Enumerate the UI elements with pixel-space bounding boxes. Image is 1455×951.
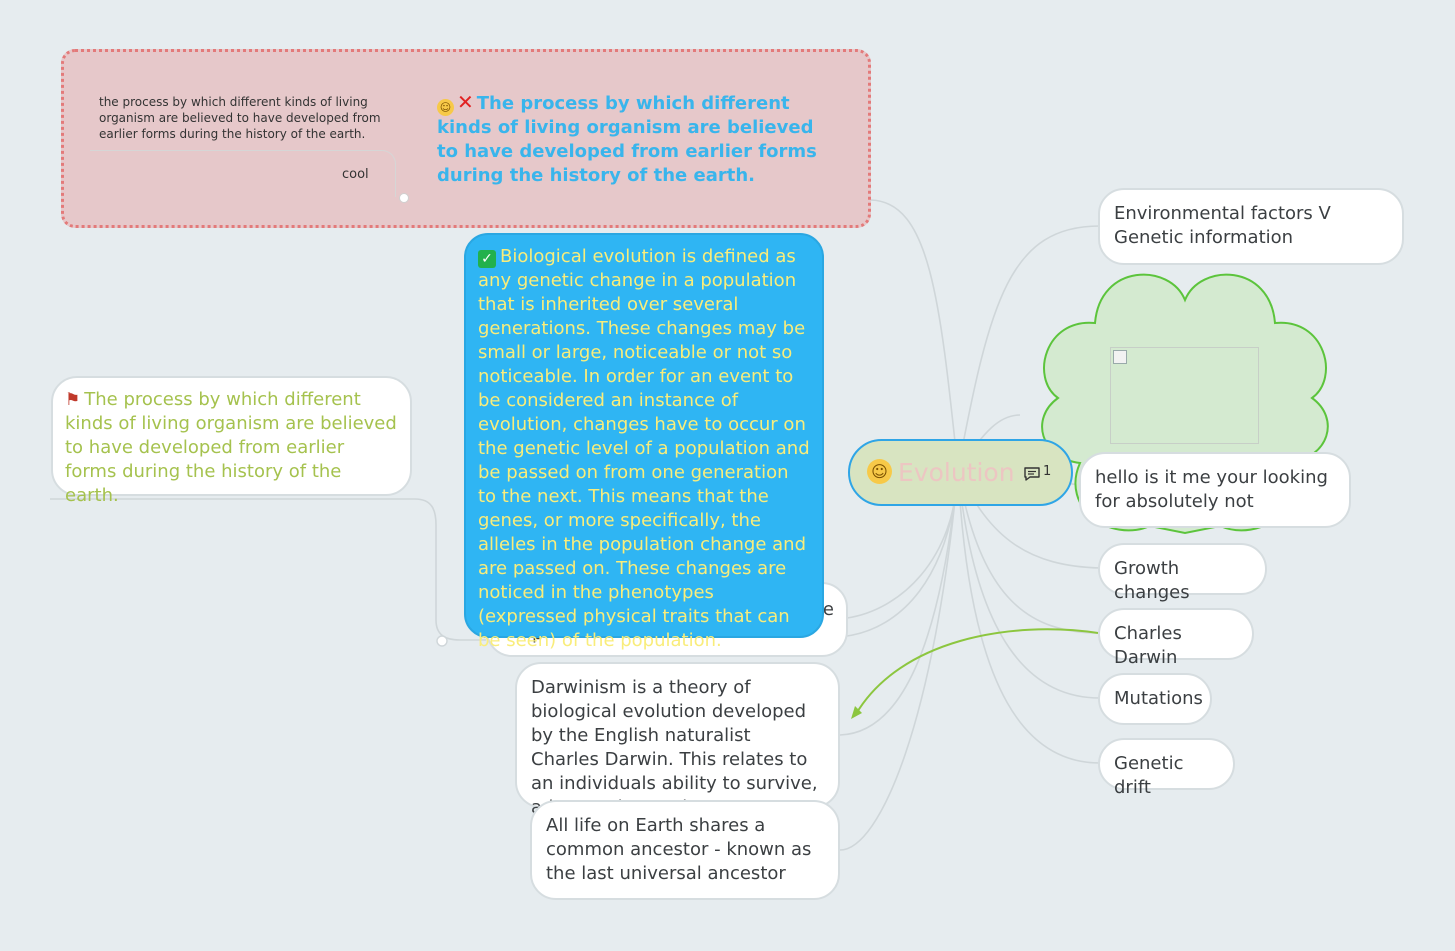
boundary-heading-text: The process by which different kinds of …	[437, 93, 817, 186]
topic-node-growth-changes[interactable]: Growth changes	[1098, 543, 1267, 603]
comment-count: 1	[1043, 464, 1052, 479]
topic-boundary[interactable]	[61, 49, 871, 228]
node-text: Environmental factors V Genetic informat…	[1114, 203, 1331, 248]
node-text: The process by which different kinds of …	[65, 389, 397, 506]
checkmark-icon: ✓	[478, 250, 496, 268]
node-text-fragment: e	[822, 599, 834, 620]
flag-icon: ⚑	[65, 390, 81, 410]
boundary-heading[interactable]: ☺✕The process by which different kinds o…	[437, 90, 837, 188]
node-text: Genetic drift	[1114, 753, 1184, 798]
central-topic[interactable]: ☺ Evolution 1	[848, 439, 1073, 506]
central-topic-title: Evolution	[898, 458, 1015, 487]
node-text: hello is it me your looking for absolute…	[1095, 467, 1328, 512]
topic-node-environmental-factors[interactable]: Environmental factors V Genetic informat…	[1098, 188, 1404, 265]
summary-label[interactable]: cool	[342, 167, 369, 182]
summary-bracket	[90, 150, 396, 197]
topic-node-common-ancestor[interactable]: All life on Earth shares a common ancest…	[530, 800, 840, 900]
comment-icon[interactable]	[1023, 465, 1041, 483]
topic-node-mutations[interactable]: Mutations	[1098, 673, 1212, 725]
smiley-icon: ☺	[437, 99, 454, 116]
node-text: Mutations	[1114, 688, 1203, 709]
node-text: Growth changes	[1114, 558, 1190, 603]
topic-node-darwinism[interactable]: Darwinism is a theory of biological evol…	[515, 662, 840, 818]
topic-node-charles-darwin[interactable]: Charles Darwin	[1098, 608, 1254, 668]
node-text: Charles Darwin	[1114, 623, 1182, 668]
topic-node-hello[interactable]: hello is it me your looking for absolute…	[1079, 452, 1351, 528]
cross-mark-icon: ✕	[457, 90, 474, 114]
topic-node-definition[interactable]: ✓Biological evolution is defined as any …	[464, 233, 824, 651]
collapse-handle[interactable]	[399, 193, 409, 203]
topic-node-flag[interactable]: ⚑The process by which different kinds of…	[51, 376, 412, 506]
node-text: Biological evolution is defined as any g…	[478, 246, 810, 651]
topic-node-genetic-drift[interactable]: Genetic drift	[1098, 738, 1235, 798]
smiley-icon: ☺	[867, 459, 892, 484]
summary-text[interactable]: the process by which different kinds of …	[99, 95, 381, 141]
broken-image-icon[interactable]	[1110, 347, 1259, 444]
node-text: Darwinism is a theory of biological evol…	[531, 677, 818, 818]
node-text: All life on Earth shares a common ancest…	[546, 815, 812, 884]
